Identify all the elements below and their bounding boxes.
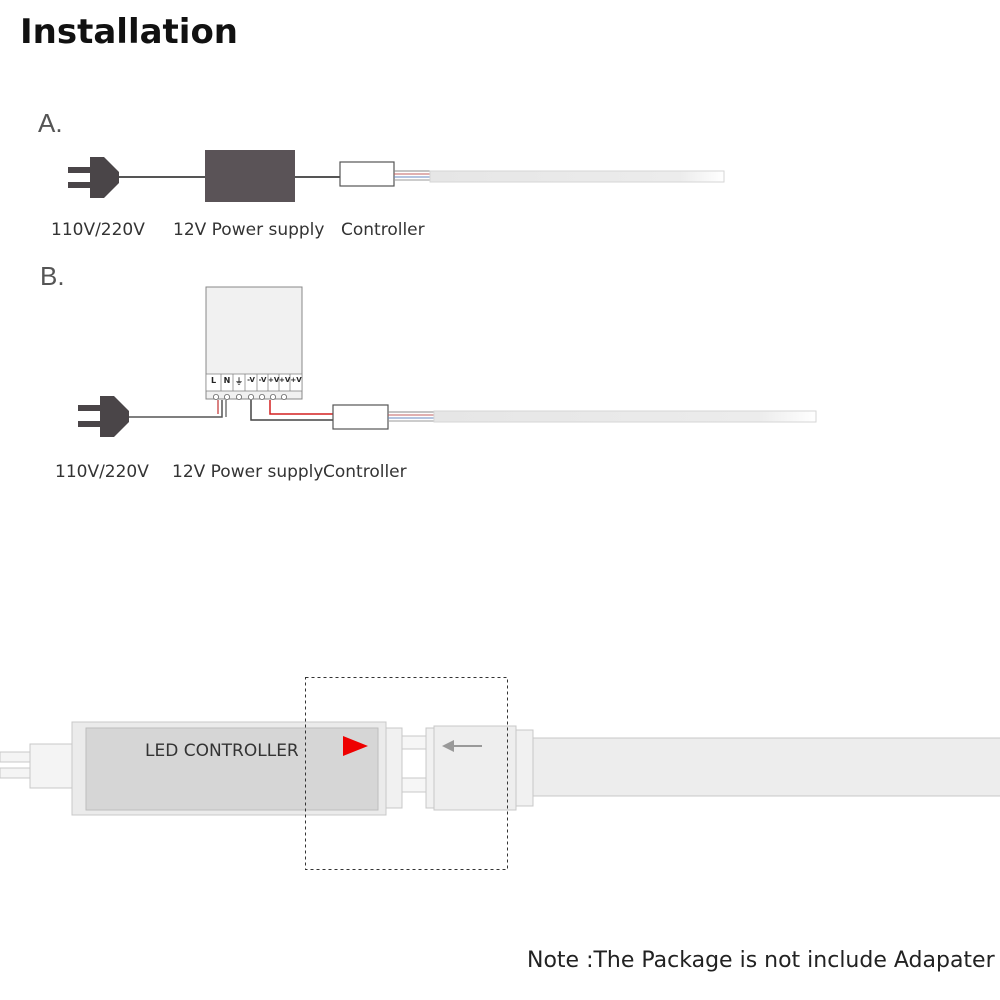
gray-arrow-icon: [442, 740, 482, 752]
terminal-label-neg-v-2: -V: [258, 376, 267, 384]
voltage-label-a: 110V/220V: [51, 220, 145, 240]
led-strip-a: [429, 170, 725, 183]
plug-icon-b: [78, 396, 129, 437]
led-strip-b: [433, 410, 817, 423]
connection-highlight-box: [305, 677, 508, 870]
connector-pins: [401, 735, 427, 793]
plug-icon-a: [68, 157, 119, 198]
page-title: Installation: [20, 12, 239, 52]
terminal-labels-b: L N ⏚ -V -V +V +V +V: [206, 376, 302, 390]
controller-label-a: Controller: [341, 220, 425, 240]
controller-label-b: Controller: [323, 462, 407, 482]
power-supply-label-b: 12V Power supply: [172, 462, 324, 482]
terminal-strip-b: [205, 373, 303, 392]
controller-box-a: [339, 161, 395, 187]
led-controller-body: [85, 727, 379, 811]
section-b-label: B.: [40, 261, 65, 291]
strip-end-connector: [433, 725, 517, 811]
terminal-label-l: L: [210, 376, 217, 385]
terminal-label-pos-v-3: +V: [290, 376, 302, 384]
terminal-label-pos-v-1: +V: [268, 376, 280, 384]
cable-sleeve: [29, 743, 73, 789]
power-supply-label-a: 12V Power supply: [173, 220, 325, 240]
power-supply-adapter-a: [205, 150, 295, 202]
led-controller-label: LED CONTROLLER: [145, 741, 299, 761]
red-arrow-icon: [343, 736, 368, 756]
package-note: Note :The Package is not include Adapate…: [527, 948, 995, 973]
terminal-label-neg-v-1: -V: [247, 376, 255, 384]
terminal-label-ground: ⏚: [235, 377, 243, 386]
terminal-screws-b: [212, 393, 287, 400]
section-a-label: A.: [38, 108, 63, 138]
voltage-label-b: 110V/220V: [55, 462, 149, 482]
controller-box-b: [332, 404, 389, 430]
terminal-label-n: N: [223, 376, 231, 385]
neon-led-strip: [532, 737, 1000, 797]
terminal-label-pos-v-2: +V: [279, 376, 291, 384]
